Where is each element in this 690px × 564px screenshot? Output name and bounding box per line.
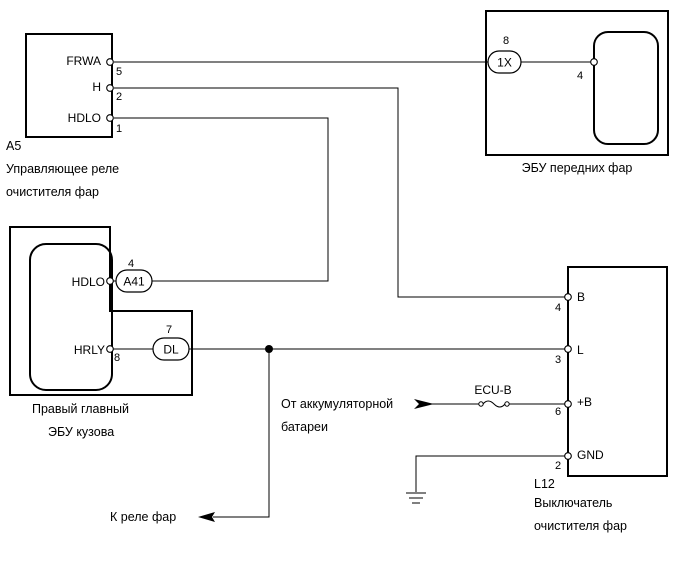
body-ecu-box xyxy=(9,226,193,396)
wires xyxy=(112,61,592,518)
connector-1x: 1X xyxy=(487,50,522,74)
body-ecu: HDLO HRLY 8 4 7 Правый главный ЭБУ кузов… xyxy=(9,226,193,439)
wire-h-to-b xyxy=(114,87,566,298)
terminal-l12-b xyxy=(564,293,572,301)
a5-pin-frwa-label: FRWA xyxy=(66,54,101,68)
l12-pin-b-number: 4 xyxy=(555,302,561,314)
l12-name-line1: Выключатель xyxy=(534,496,612,510)
terminal-body-hdlo xyxy=(106,277,114,285)
to-relay-arrow-icon xyxy=(198,512,215,522)
a5-name-line1: Управляющее реле xyxy=(6,162,119,176)
connector-dl-label: DL xyxy=(163,343,179,357)
terminal-l12-l xyxy=(564,345,572,353)
terminal-l12-plus-b xyxy=(564,400,572,408)
headlight-ecu-inner xyxy=(593,31,659,145)
a5-name-line2: очистителя фар xyxy=(6,185,99,199)
connector-a41-label: A41 xyxy=(123,275,145,289)
a5-pin-frwa-number: 5 xyxy=(116,66,122,78)
body-ecu-connector-dl-pin: 7 xyxy=(166,324,172,336)
connector-a41: A41 xyxy=(115,269,153,293)
l12-pin-b-label: B xyxy=(577,290,585,304)
fuse-label: ECU-B xyxy=(474,383,511,397)
terminals xyxy=(106,58,598,460)
l12-code: L12 xyxy=(534,477,555,491)
l12-switch: B L +B GND 4 3 6 2 L12 Выключатель очист… xyxy=(534,266,668,533)
l12-pin-plus-b-number: 6 xyxy=(555,406,561,418)
headlight-ecu-name: ЭБУ передних фар xyxy=(522,161,633,175)
splice-dot xyxy=(265,345,273,353)
ground-icon xyxy=(406,492,426,504)
a5-pin-h-number: 2 xyxy=(116,91,122,103)
battery-arrow-icon xyxy=(414,399,434,409)
headlight-ecu-pin-number: 4 xyxy=(577,70,583,82)
terminal-a5-frwa xyxy=(106,58,114,66)
a5-pin-h-label: H xyxy=(92,80,101,94)
headlight-ecu-connector-pin: 8 xyxy=(503,35,509,47)
fuse-icon xyxy=(478,400,510,408)
a5-pin-hdlo-number: 1 xyxy=(116,123,122,135)
wire-hdlo xyxy=(114,117,329,282)
body-ecu-inner xyxy=(29,243,113,391)
body-ecu-pin-hdlo-label: HDLO xyxy=(72,275,105,289)
headlight-ecu-box xyxy=(485,10,669,156)
l12-pin-gnd-label: GND xyxy=(577,448,604,462)
l12-pin-l-number: 3 xyxy=(555,354,561,366)
l12-pin-gnd-number: 2 xyxy=(555,460,561,472)
headlight-ecu: 4 8 ЭБУ передних фар xyxy=(485,10,669,175)
a5-code: A5 xyxy=(6,139,21,153)
l12-pin-l-label: L xyxy=(577,343,584,357)
to-relay-label: К реле фар xyxy=(110,510,176,524)
terminal-headlight-ecu xyxy=(590,58,598,66)
body-ecu-pin-hrly-label: HRLY xyxy=(74,343,105,357)
body-ecu-name-line1: Правый главный xyxy=(32,402,129,416)
terminal-body-hrly xyxy=(106,345,114,353)
l12-pin-plus-b-label: +B xyxy=(577,395,592,409)
a5-pin-hdlo-label: HDLO xyxy=(68,111,101,125)
terminal-a5-h xyxy=(106,84,114,92)
body-ecu-connector-a41-pin: 4 xyxy=(128,258,134,270)
l12-name-line2: очистителя фар xyxy=(534,519,627,533)
terminal-a5-hdlo xyxy=(106,114,114,122)
a5-relay: FRWA H HDLO 5 2 1 A5 Управляющее реле оч… xyxy=(6,33,122,199)
wire-to-relay xyxy=(213,349,270,518)
wire-gnd xyxy=(415,455,566,492)
battery-label-line2: батареи xyxy=(281,420,328,434)
body-ecu-name-line2: ЭБУ кузова xyxy=(48,425,114,439)
body-ecu-pin-hrly-number: 8 xyxy=(114,352,120,364)
connector-dl: DL xyxy=(152,337,190,361)
connector-1x-label: 1X xyxy=(497,56,512,70)
battery-label-line1: От аккумуляторной xyxy=(281,397,393,411)
terminal-l12-gnd xyxy=(564,452,572,460)
l12-switch-box xyxy=(567,266,668,477)
